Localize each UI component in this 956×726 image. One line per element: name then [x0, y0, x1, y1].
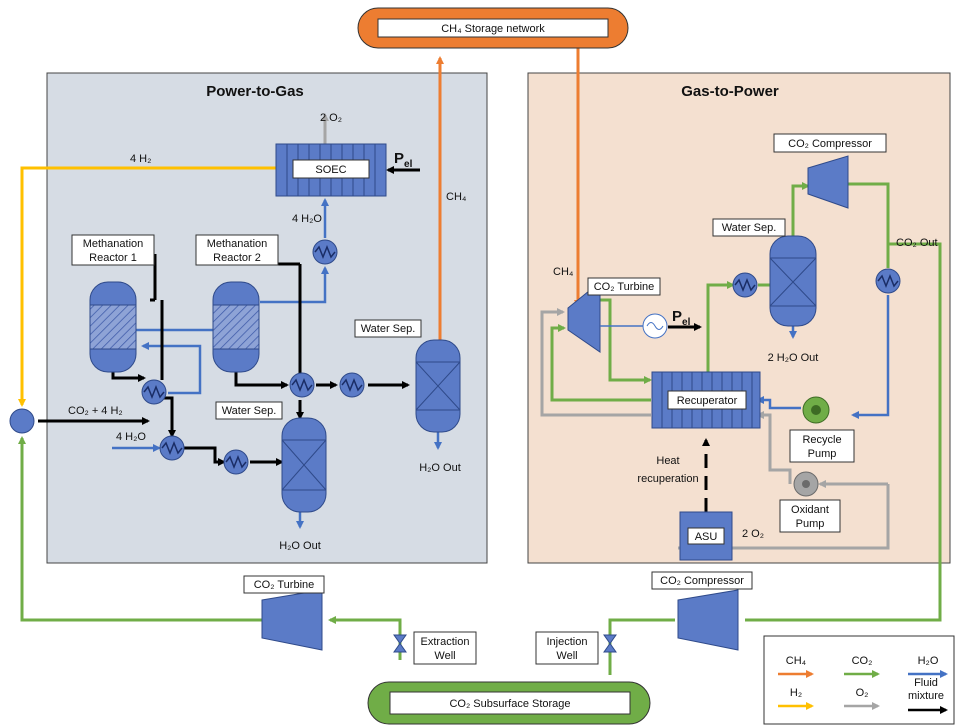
h2o-in-label: 4 H₂O [116, 431, 146, 443]
injection-well-line2: Well [556, 650, 577, 662]
legend-co2-label: CO₂ [852, 655, 873, 667]
injection-well-valve [603, 634, 617, 653]
h2o-in-soec-label: 4 H₂O [292, 213, 322, 225]
soec-label: SOEC [315, 164, 346, 176]
injection-well-line1: Injection [547, 636, 588, 648]
co2-turbine-bottom [261, 589, 323, 651]
legend-h2o-label: H₂O [918, 655, 939, 667]
mixer-node [9, 408, 35, 434]
recycle-pump-line2: Pump [808, 448, 837, 460]
co2-out-label: CO₂ Out [896, 237, 938, 249]
legend: CH₄ CO₂ H₂O H₂ O₂ Fluid mixture [763, 635, 955, 725]
legend-fluid-line1: Fluid [914, 677, 938, 689]
power-to-gas-title: Power-to-Gas [206, 83, 304, 100]
co2-turbine-g2p-label: CO₂ Turbine [594, 281, 655, 293]
heat-recuperation-line2: recuperation [637, 473, 698, 485]
extraction-well-line1: Extraction [421, 636, 470, 648]
pel-g2p-label: Pel [672, 308, 691, 328]
oxidant-pump-line1: Oxidant [791, 504, 829, 516]
labels: 2 O₂ 4 H₂ Pel 4 H₂O CH₄ Methanation Reac… [68, 112, 938, 665]
meth-reactor-2-line1: Methanation [207, 238, 268, 250]
water-sep-g2p-label: Water Sep. [722, 222, 777, 234]
co2-compressor-g2p-label: CO₂ Compressor [788, 138, 872, 150]
water-sep-right-label: Water Sep. [361, 323, 416, 335]
co2-subsurface-label: CO₂ Subsurface Storage [449, 698, 570, 710]
co2-compressor-g2p [807, 155, 849, 209]
legend-h2-label: H₂ [790, 687, 802, 699]
h2o-out-g2p-label: 2 H₂O Out [768, 352, 819, 364]
h2o-out-right-label: H₂O Out [419, 462, 461, 474]
recycle-pump-line1: Recycle [802, 434, 841, 446]
o2-out-label: 2 O₂ [320, 112, 342, 124]
meth-reactor-1-line1: Methanation [83, 238, 144, 250]
meth-reactor-1-line2: Reactor 1 [89, 252, 137, 264]
flow-lines [18, 44, 942, 675]
legend-fluid-line2: mixture [908, 690, 944, 702]
extraction-well-valve [393, 634, 407, 653]
co2-compressor-bottom-label: CO₂ Compressor [660, 575, 744, 587]
ch4-storage-label: CH₄ Storage network [441, 23, 545, 35]
heat-recuperation-line1: Heat [656, 455, 679, 467]
legend-o2-label: O₂ [856, 687, 869, 699]
asu-label: ASU [695, 531, 718, 543]
oxidant-pump-line2: Pump [796, 518, 825, 530]
co2-turbine-bottom-label: CO₂ Turbine [254, 579, 315, 591]
extraction-well-line2: Well [434, 650, 455, 662]
h2-flow-label: 4 H₂ [130, 153, 151, 165]
legend-ch4-label: CH₄ [786, 655, 807, 667]
water-sep-mid-label: Water Sep. [222, 405, 277, 417]
co2-h2-label: CO₂ + 4 H₂ [68, 405, 123, 417]
co2-compressor-bottom [677, 589, 739, 651]
o2-asu-label: 2 O₂ [742, 528, 764, 540]
h2o-out-mid-label: H₂O Out [279, 540, 321, 552]
gas-to-power-title: Gas-to-Power [681, 83, 779, 100]
pel-p2g-label: Pel [394, 150, 413, 170]
equipment: CH₄ Storage network CO₂ Subsurface Stora… [9, 7, 901, 725]
meth-reactor-2-line2: Reactor 2 [213, 252, 261, 264]
recuperator-label: Recuperator [677, 395, 738, 407]
ch4-flow-label: CH₄ [446, 191, 467, 203]
ch4-in-label: CH₄ [553, 266, 574, 278]
